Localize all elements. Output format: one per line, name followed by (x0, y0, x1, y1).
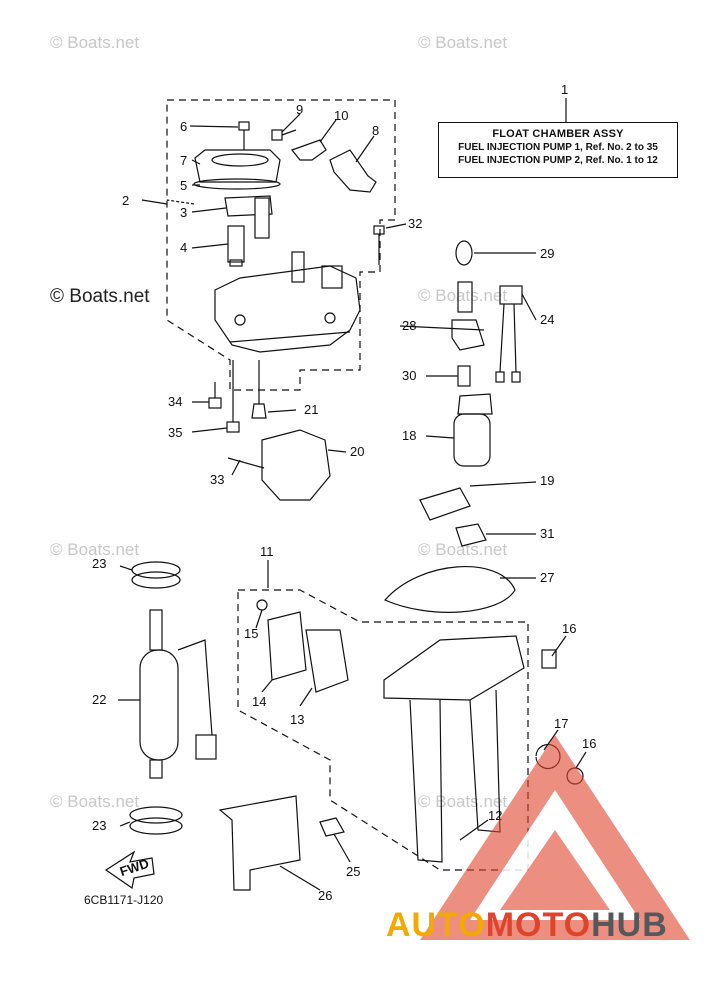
callout-18: 18 (402, 428, 416, 443)
callout-15: 15 (244, 626, 258, 641)
callout-20: 20 (350, 444, 364, 459)
note-title: FLOAT CHAMBER ASSY (492, 128, 624, 140)
brand-part-1: AUTO (386, 906, 486, 944)
callout-16-upper: 16 (562, 621, 576, 636)
callout-22: 22 (92, 692, 106, 707)
callout-6: 6 (180, 119, 187, 134)
callout-23-lower: 23 (92, 818, 106, 833)
watermark-5: © Boats.net (418, 540, 508, 559)
callout-9: 9 (296, 102, 303, 117)
callout-25: 25 (346, 864, 360, 879)
callout-16-lower: 16 (582, 736, 596, 751)
watermark-dark: © Boats.net (50, 286, 150, 307)
watermark-7: © Boats.net (418, 792, 508, 811)
watermark-3: © Boats.net (418, 286, 508, 305)
callout-14: 14 (252, 694, 266, 709)
watermark-1: © Boats.net (50, 33, 140, 52)
callout-12: 12 (488, 808, 502, 823)
callout-28: 28 (402, 318, 416, 333)
callout-26: 26 (318, 888, 332, 903)
callout-27: 27 (540, 570, 554, 585)
callout-21: 21 (304, 402, 318, 417)
callout-29: 29 (540, 246, 554, 261)
callout-34: 34 (168, 394, 182, 409)
callout-23-upper: 23 (92, 556, 106, 571)
callout-7: 7 (180, 153, 187, 168)
brand-part-2: MOTO (485, 906, 592, 944)
callout-13: 13 (290, 712, 304, 727)
note-line-2: FUEL INJECTION PUMP 2, Ref. No. 1 to 12 (458, 155, 658, 166)
callout-10: 10 (334, 108, 348, 123)
callout-24: 24 (540, 312, 554, 327)
watermark-2: © Boats.net (418, 33, 508, 52)
callout-35: 35 (168, 425, 182, 440)
watermark-6: © Boats.net (50, 792, 140, 811)
brand-triangle-icon (420, 735, 690, 940)
callout-30: 30 (402, 368, 416, 383)
callout-19: 19 (540, 473, 554, 488)
callout-8: 8 (372, 123, 379, 138)
callout-17: 17 (554, 716, 568, 731)
brand-logo: AUTOMOTOHUB (386, 906, 668, 945)
note-line-1: FUEL INJECTION PUMP 1, Ref. No. 2 to 35 (458, 142, 658, 153)
callout-3: 3 (180, 205, 187, 220)
callout-11: 11 (260, 544, 274, 559)
diagram-code: 6CB1171-J120 (84, 893, 164, 907)
watermark-4: © Boats.net (50, 540, 140, 559)
brand-part-3: HUB (591, 906, 668, 944)
callout-1: 1 (561, 82, 568, 97)
callout-33: 33 (210, 472, 224, 487)
callout-2: 2 (122, 193, 129, 208)
float-chamber-note: FLOAT CHAMBER ASSY FUEL INJECTION PUMP 1… (438, 122, 678, 178)
callout-32: 32 (408, 216, 422, 231)
callout-4: 4 (180, 240, 187, 255)
callout-31: 31 (540, 526, 554, 541)
callout-5: 5 (180, 178, 187, 193)
